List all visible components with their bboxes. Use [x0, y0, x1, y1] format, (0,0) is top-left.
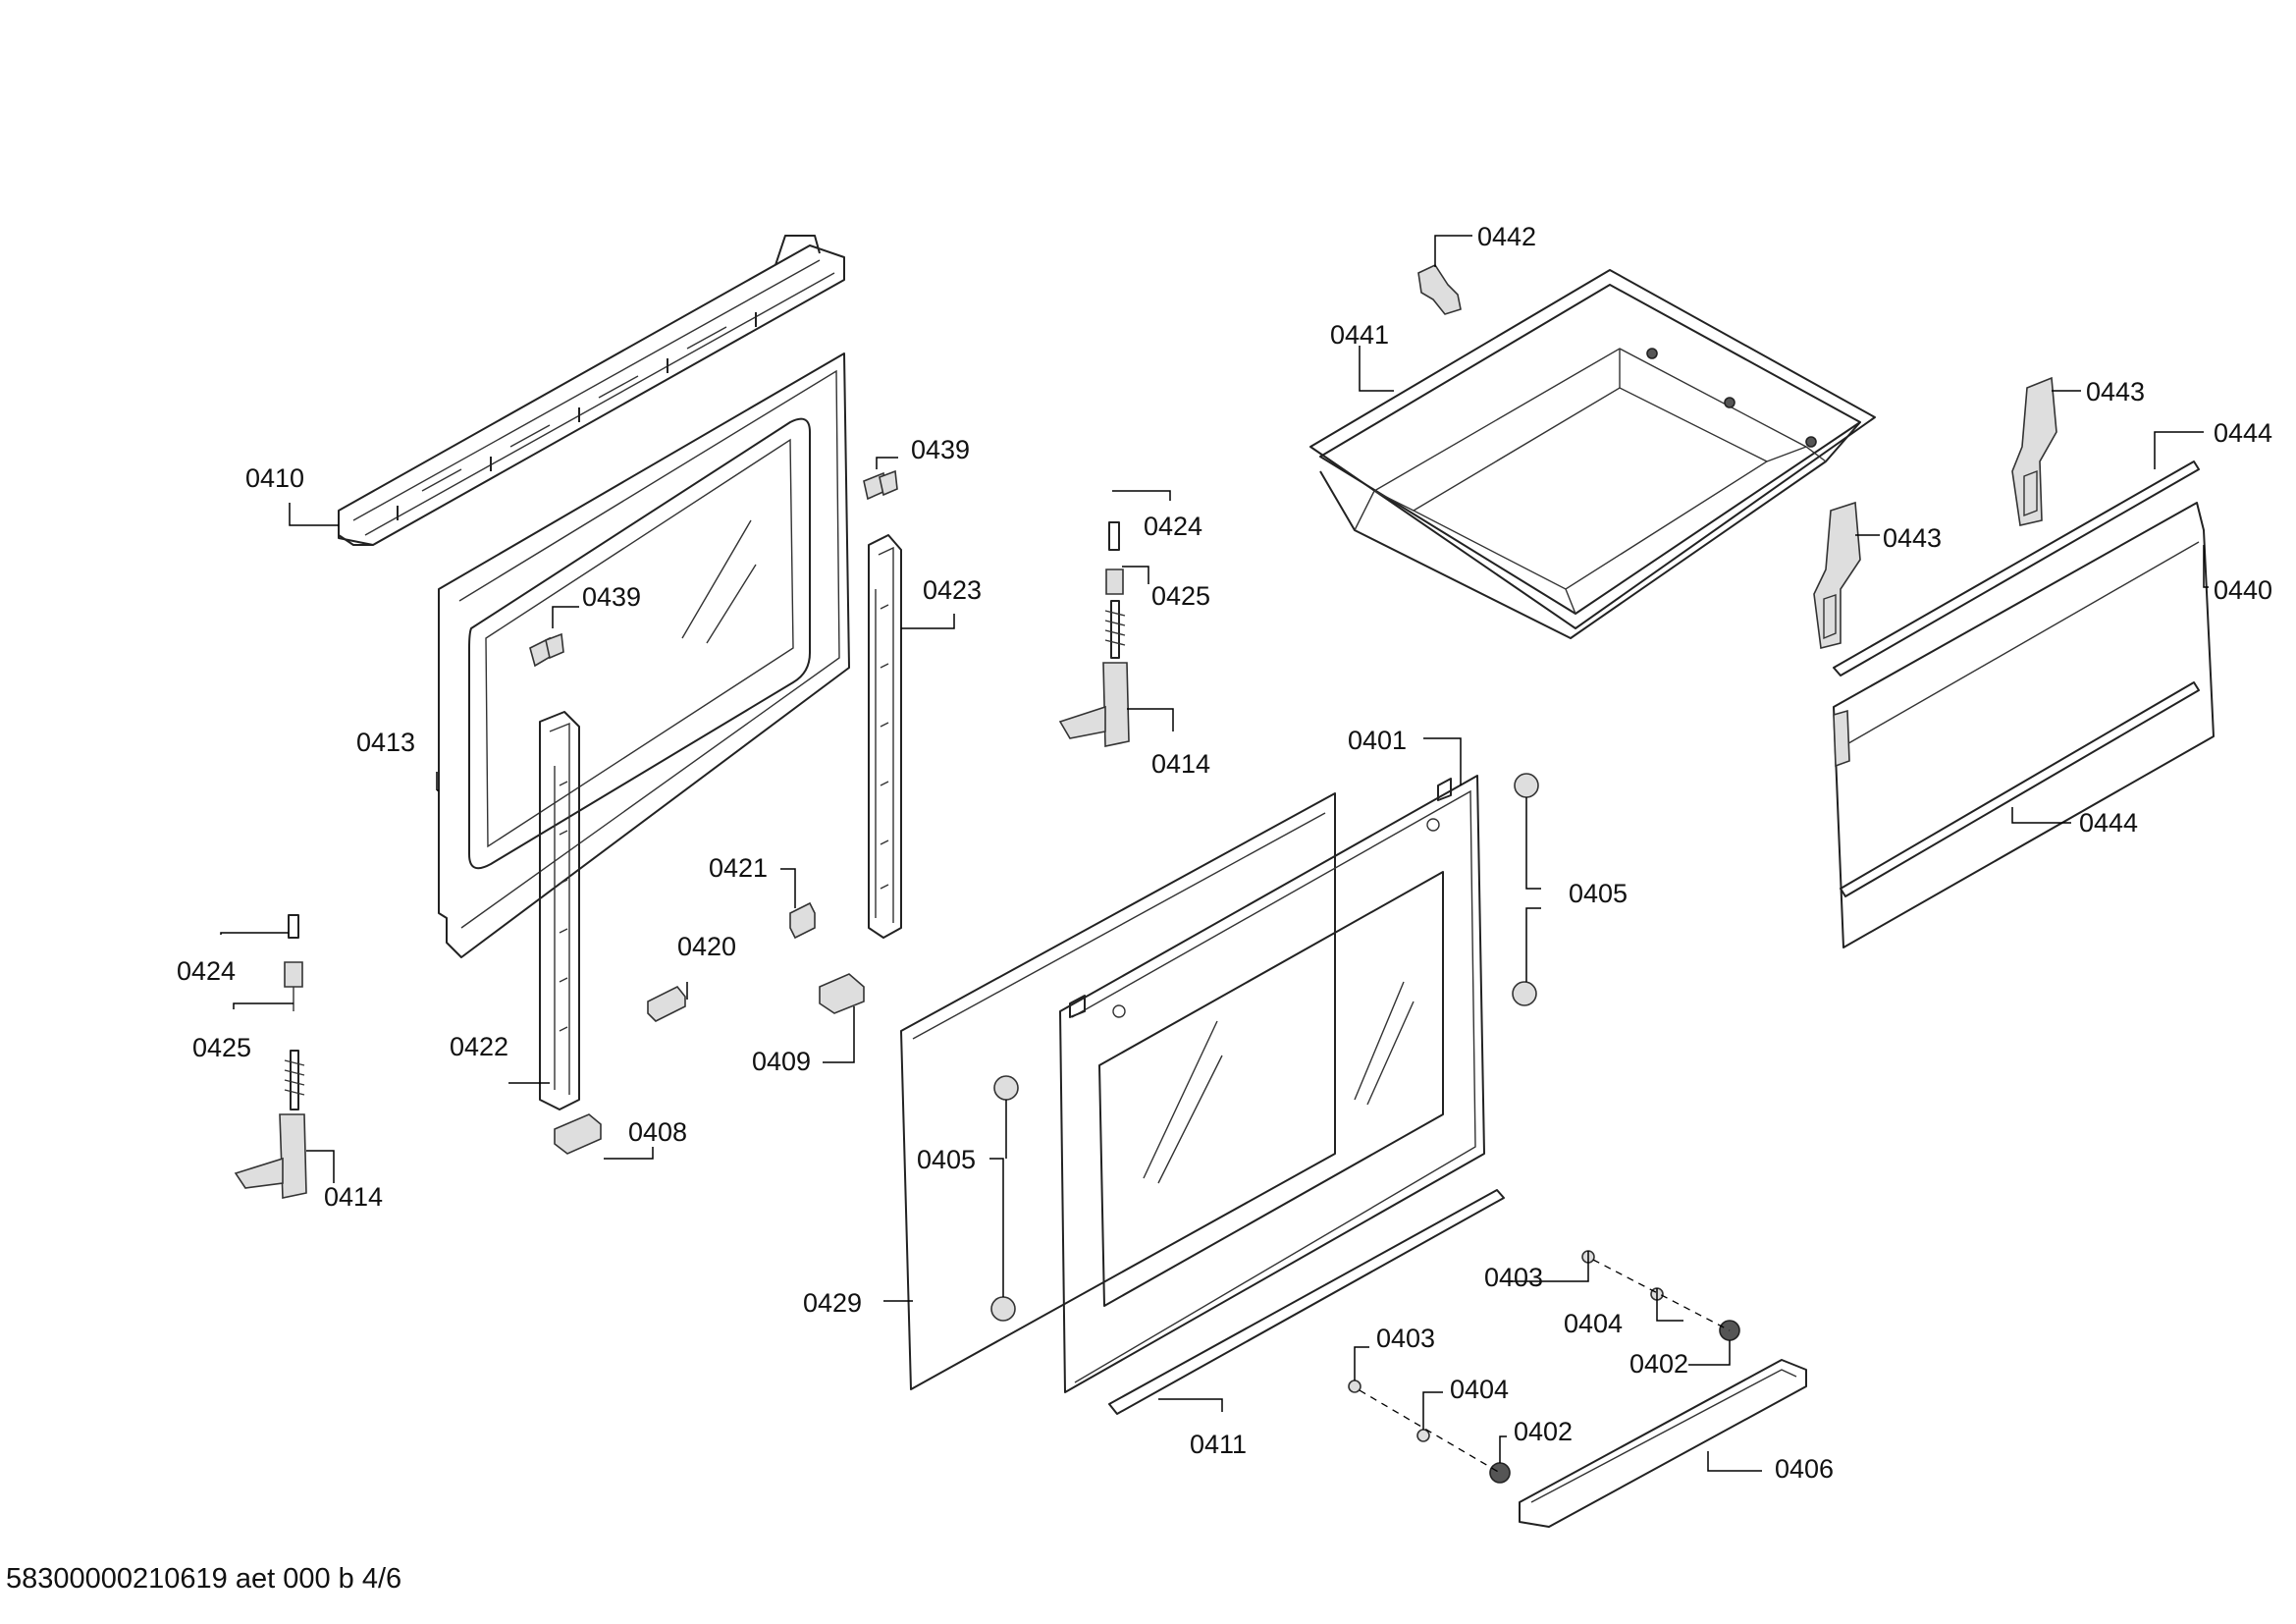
callout-0443: 0443	[2086, 377, 2145, 406]
part-0443-slide-upper	[2011, 376, 2057, 526]
part-0411-trim-strip	[1108, 1189, 1505, 1415]
callout-0429: 0429	[803, 1288, 862, 1318]
part-0406-handle	[1519, 1359, 1807, 1528]
callout-labels: 0410 0439 0439 0413 0424 0425 0414 0422 …	[177, 222, 2272, 1484]
callout-0402: 0402	[1514, 1417, 1573, 1446]
part-0443-slide-lower	[1813, 501, 1861, 649]
callout-0439: 0439	[911, 435, 970, 464]
part-0442-bracket	[1417, 263, 1462, 315]
callout-0425: 0425	[192, 1033, 251, 1062]
part-0440-drawer-front	[1833, 502, 2215, 948]
callout-0402: 0402	[1629, 1349, 1688, 1379]
callout-0404: 0404	[1450, 1375, 1509, 1404]
callout-0409: 0409	[752, 1047, 811, 1076]
part-0441-drawer-tray	[1309, 269, 1876, 639]
part-0405-spacers-door	[1512, 773, 1539, 1006]
part-0408-clip	[554, 1113, 602, 1155]
callout-0444: 0444	[2079, 808, 2138, 838]
part-0439-clip-right	[863, 469, 898, 501]
part-hinge-right	[1058, 521, 1130, 747]
callout-0420: 0420	[677, 932, 736, 961]
callout-0443: 0443	[1883, 523, 1942, 553]
callout-0408: 0408	[628, 1117, 687, 1147]
callout-0411: 0411	[1190, 1430, 1247, 1459]
callout-0425: 0425	[1151, 581, 1210, 611]
callout-0440: 0440	[2214, 575, 2272, 605]
callout-0414: 0414	[324, 1182, 383, 1212]
part-0444-strip-upper	[1833, 460, 2200, 677]
part-0423-right-rail	[868, 534, 902, 939]
part-0413-back-panel	[438, 352, 850, 958]
callout-0421: 0421	[709, 853, 768, 883]
callout-0404: 0404	[1564, 1309, 1623, 1338]
part-0420-clip	[647, 985, 686, 1022]
part-0444-strip-lower	[1840, 681, 2200, 897]
callout-0414: 0414	[1151, 749, 1210, 779]
callout-0424: 0424	[177, 956, 236, 986]
callout-0442: 0442	[1477, 222, 1536, 251]
part-0422-left-rail	[539, 711, 580, 1110]
callout-0413: 0413	[356, 728, 415, 757]
document-id: 58300000210619 aet 000 b 4/6	[6, 1563, 402, 1595]
callout-0444: 0444	[2214, 418, 2272, 448]
callout-0439: 0439	[582, 582, 641, 612]
part-hinge-left	[234, 914, 307, 1199]
leader-lines	[220, 235, 2209, 1472]
callout-0401: 0401	[1348, 726, 1407, 755]
callout-0405: 0405	[917, 1145, 976, 1174]
callout-0424: 0424	[1144, 512, 1202, 541]
callout-0410: 0410	[245, 463, 304, 493]
callout-0403: 0403	[1376, 1324, 1435, 1353]
callout-0403: 0403	[1484, 1263, 1543, 1292]
callout-0405: 0405	[1569, 879, 1628, 908]
part-0429-inner-glass	[900, 792, 1336, 1390]
callout-0441: 0441	[1330, 320, 1389, 350]
callout-0406: 0406	[1775, 1454, 1834, 1484]
part-0409-clip	[819, 973, 865, 1014]
part-0421-clip	[789, 901, 816, 940]
callout-0422: 0422	[450, 1032, 508, 1061]
part-0439-clip-left	[529, 632, 564, 668]
part-0410-top-rail	[338, 235, 845, 546]
part-0401-door-panel	[1059, 775, 1485, 1393]
callout-0423: 0423	[923, 575, 982, 605]
part-0405-spacers-glass	[990, 1075, 1019, 1322]
